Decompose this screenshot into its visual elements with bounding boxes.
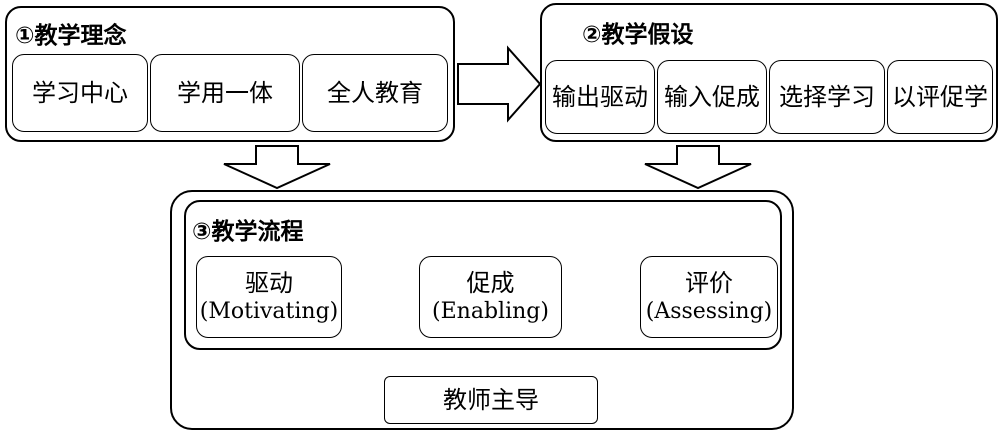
concept-item-learning-using: 学用一体 (150, 54, 300, 132)
concept-item-learning-centered: 学习中心 (12, 54, 148, 132)
hypothesis-title: ②教学假设 (582, 22, 694, 48)
arrow-concept-to-process (223, 145, 331, 190)
hypothesis-item-input-enabled: 输入促成 (657, 60, 767, 134)
arrow-concept-to-hypothesis (457, 45, 542, 123)
concept-title: ①教学理念 (15, 23, 127, 49)
step-enabling: 促成 (Enabling) (419, 256, 562, 338)
step-assessing-english: (Assessing) (645, 299, 773, 325)
step-assessing-label: 评价 (685, 269, 733, 298)
step-enabling-label: 促成 (466, 269, 515, 298)
step-motivating-label: 驱动 (245, 269, 293, 298)
step-motivating-english: (Motivating) (199, 299, 339, 325)
step-assessing: 评价 (Assessing) (640, 256, 778, 338)
concept-item-whole-person: 全人教育 (302, 54, 448, 132)
teacher-led-box: 教师主导 (384, 376, 598, 424)
process-title: ③教学流程 (192, 219, 304, 245)
step-motivating: 驱动 (Motivating) (196, 256, 342, 338)
arrow-hypothesis-to-process (644, 145, 752, 190)
step-enabling-english: (Enabling) (432, 299, 549, 325)
hypothesis-item-output-driven: 输出驱动 (545, 60, 655, 134)
hypothesis-item-assessment-promoting: 以评促学 (887, 60, 993, 134)
hypothesis-item-selective-learning: 选择学习 (769, 60, 885, 134)
